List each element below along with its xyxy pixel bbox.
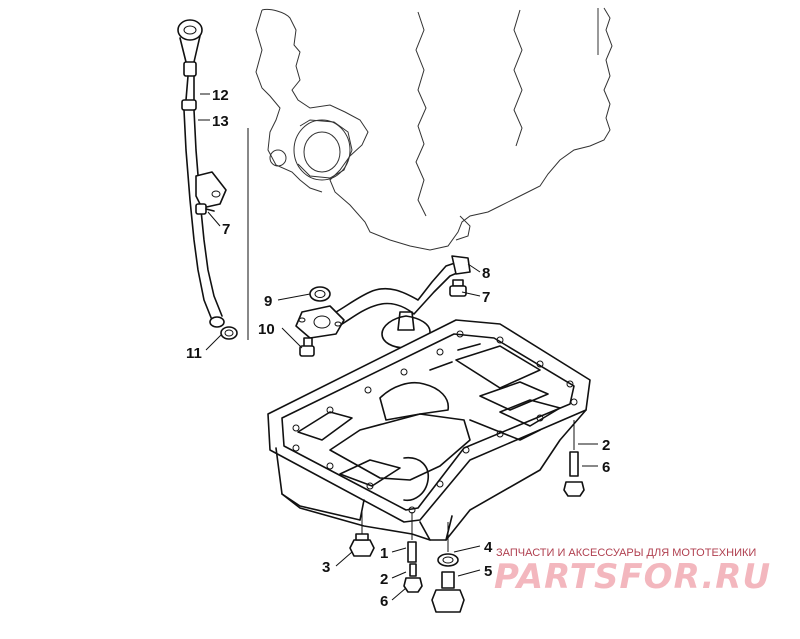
- bolt-10: [299, 337, 315, 357]
- watermark-tagline: ЗАПЧАСТИ И АКСЕССУАРЫ ДЛЯ МОТОТЕХНИКИ: [496, 547, 756, 559]
- callout-leaders: [198, 93, 598, 601]
- callout-11: 11: [186, 345, 202, 362]
- oil-pan: [267, 319, 591, 541]
- watermark-brand: PARTSFOR.RU: [494, 557, 771, 597]
- bolt-7-pipe: [449, 279, 467, 297]
- callout-9: 9: [264, 293, 272, 310]
- callout-7-dipstick: 7: [222, 221, 230, 238]
- stud-1: [407, 512, 417, 563]
- callout-2-right: 2: [602, 437, 610, 454]
- nut-6-right: [563, 481, 585, 497]
- engine-block-outline: [255, 7, 613, 251]
- callout-8: 8: [482, 265, 490, 282]
- callout-7-pipe: 7: [482, 289, 490, 306]
- callout-6-right: 6: [602, 459, 610, 476]
- callout-4: 4: [484, 539, 493, 556]
- callout-10: 10: [258, 321, 275, 338]
- callout-12: 12: [212, 87, 229, 104]
- stud-2-right: [569, 420, 579, 477]
- callout-6-bottom: 6: [380, 593, 388, 610]
- callout-1: 1: [380, 545, 388, 562]
- stud-2-bottom: [409, 563, 417, 577]
- callout-5: 5: [484, 563, 492, 580]
- callout-3: 3: [322, 559, 330, 576]
- o-ring-9: [309, 286, 331, 302]
- callout-13: 13: [212, 113, 229, 130]
- pipe-flange: [295, 305, 345, 339]
- washer-4: [437, 522, 459, 567]
- callout-2-bottom: 2: [380, 571, 388, 588]
- watermark: ЗАПЧАСТИ И АКСЕССУАРЫ ДЛЯ МОТОТЕХНИКИ PA…: [494, 547, 771, 597]
- bolt-5: [431, 571, 465, 613]
- nut-6-bottom: [403, 577, 423, 593]
- o-ring-11: [220, 326, 238, 340]
- drain-plug-3: [349, 510, 375, 557]
- dipstick-assembly: [177, 19, 225, 328]
- callout-labels: 12 13 7 8 9 7 10 11 2 6 1 3 2 6 4 5: [186, 87, 610, 610]
- dipstick-bracket: [195, 171, 227, 215]
